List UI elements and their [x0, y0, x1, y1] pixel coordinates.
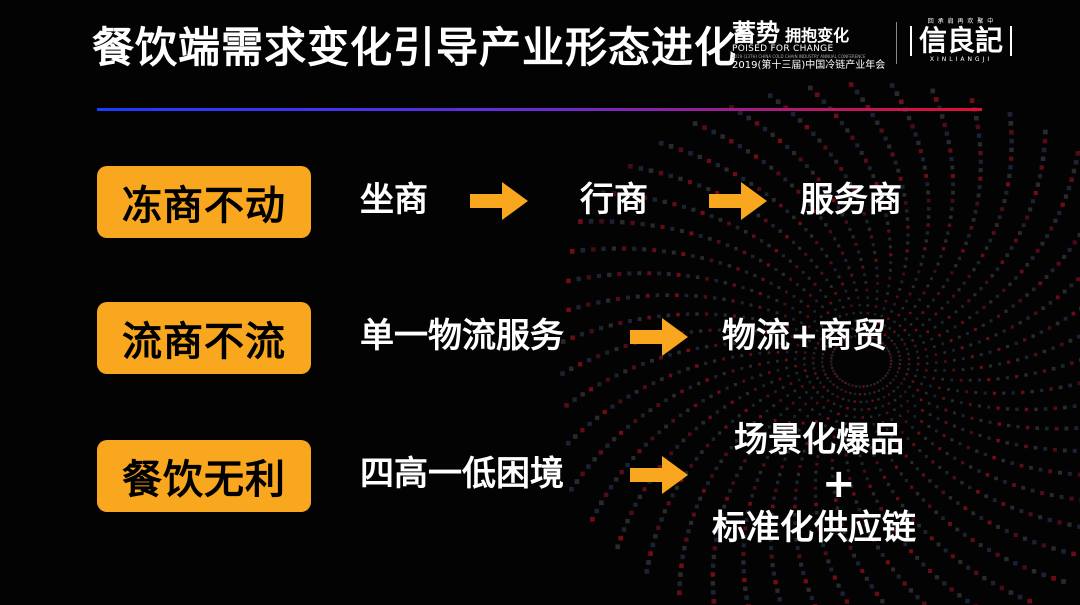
conference-slogan-cn: 拥抱变化	[785, 26, 850, 45]
arrow-right-icon	[470, 182, 528, 220]
row-3-result-line1: 场景化爆品	[734, 420, 904, 460]
row-1-item-2: 行商	[580, 180, 648, 220]
brand-logo: 回 承 肩 再 欢 聚 中 信良記 XINLIANGJI	[906, 18, 1016, 70]
conference-logo: 蓄势 拥抱变化 POISED FOR CHANGE 2019 (13TH) CH…	[732, 20, 892, 72]
row-3-result-line2: 标准化供应链	[712, 508, 916, 548]
conference-slogan-en: POISED FOR CHANGE	[732, 44, 834, 54]
row-2-item-2: 物流+商贸	[722, 316, 887, 356]
brand-pinyin: XINLIANGJI	[929, 56, 993, 63]
conference-year-line: 2019(第十三届)中国冷链产业年会	[732, 60, 886, 71]
logo-divider	[896, 22, 897, 64]
gradient-rule	[97, 108, 982, 111]
slide-title: 餐饮端需求变化引导产业形态进化	[92, 23, 738, 72]
arrow-right-icon	[630, 318, 688, 356]
row-2-item-1: 单一物流服务	[360, 316, 564, 356]
row-1-tag: 冻商不动	[97, 166, 311, 238]
conference-tiny-line: 2019 (13TH) CHINA COLD CHAIN INDUSTRY AN…	[732, 54, 866, 59]
row-2-tag: 流商不流	[97, 302, 311, 374]
arrow-right-icon	[709, 182, 767, 220]
row-1-item-3: 服务商	[800, 180, 902, 220]
conference-main-text: 蓄势	[732, 19, 780, 47]
brand-subline: 回 承 肩 再 欢 聚 中	[927, 18, 995, 25]
arrow-right-icon	[630, 456, 688, 494]
row-3-item-1: 四高一低困境	[360, 454, 564, 494]
row-3-result-plus: +	[822, 461, 856, 507]
background-swirl-decoration	[560, 82, 1080, 605]
row-3-tag: 餐饮无利	[97, 440, 311, 512]
brand-name: 信良記	[910, 26, 1012, 56]
row-1-item-1: 坐商	[360, 180, 428, 220]
